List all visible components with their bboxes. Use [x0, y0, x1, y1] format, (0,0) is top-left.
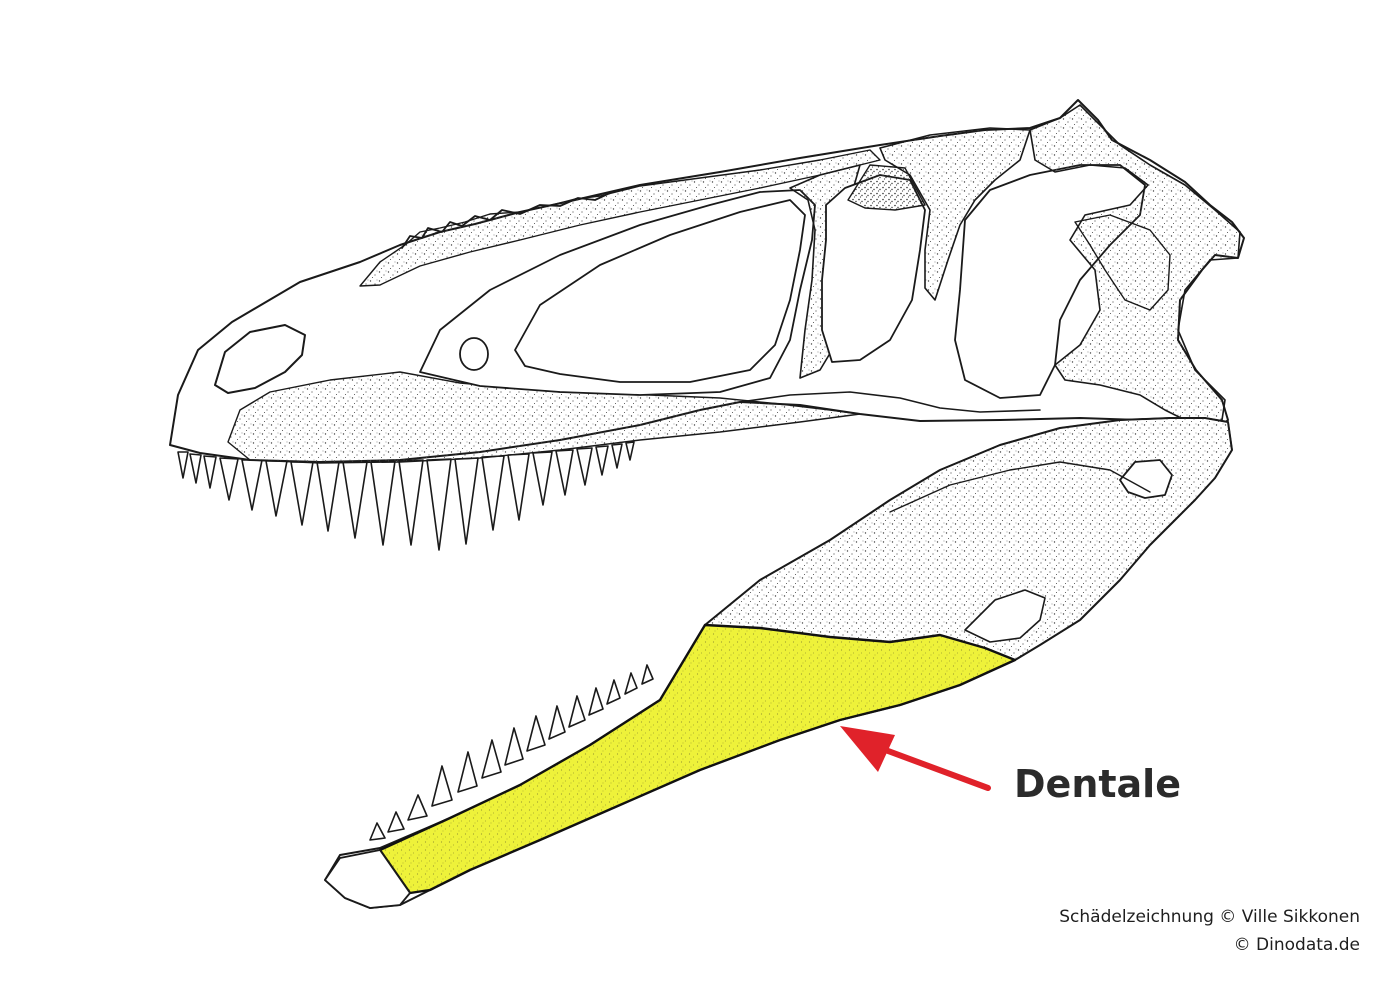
lower-teeth: [369, 664, 654, 841]
cranium: [169, 99, 1245, 464]
dentale-label: Dentale: [1014, 762, 1181, 806]
credit-source: © Dinodata.de: [1233, 935, 1360, 955]
upper-teeth: [177, 441, 635, 551]
credits: Schädelzeichnung © Ville Sikkonen © Dino…: [1059, 903, 1360, 959]
arrow: [840, 726, 991, 791]
dentale-highlight: [378, 623, 1017, 895]
credit-drawing: Schädelzeichnung © Ville Sikkonen: [1059, 907, 1360, 927]
mandible: [324, 417, 1233, 909]
